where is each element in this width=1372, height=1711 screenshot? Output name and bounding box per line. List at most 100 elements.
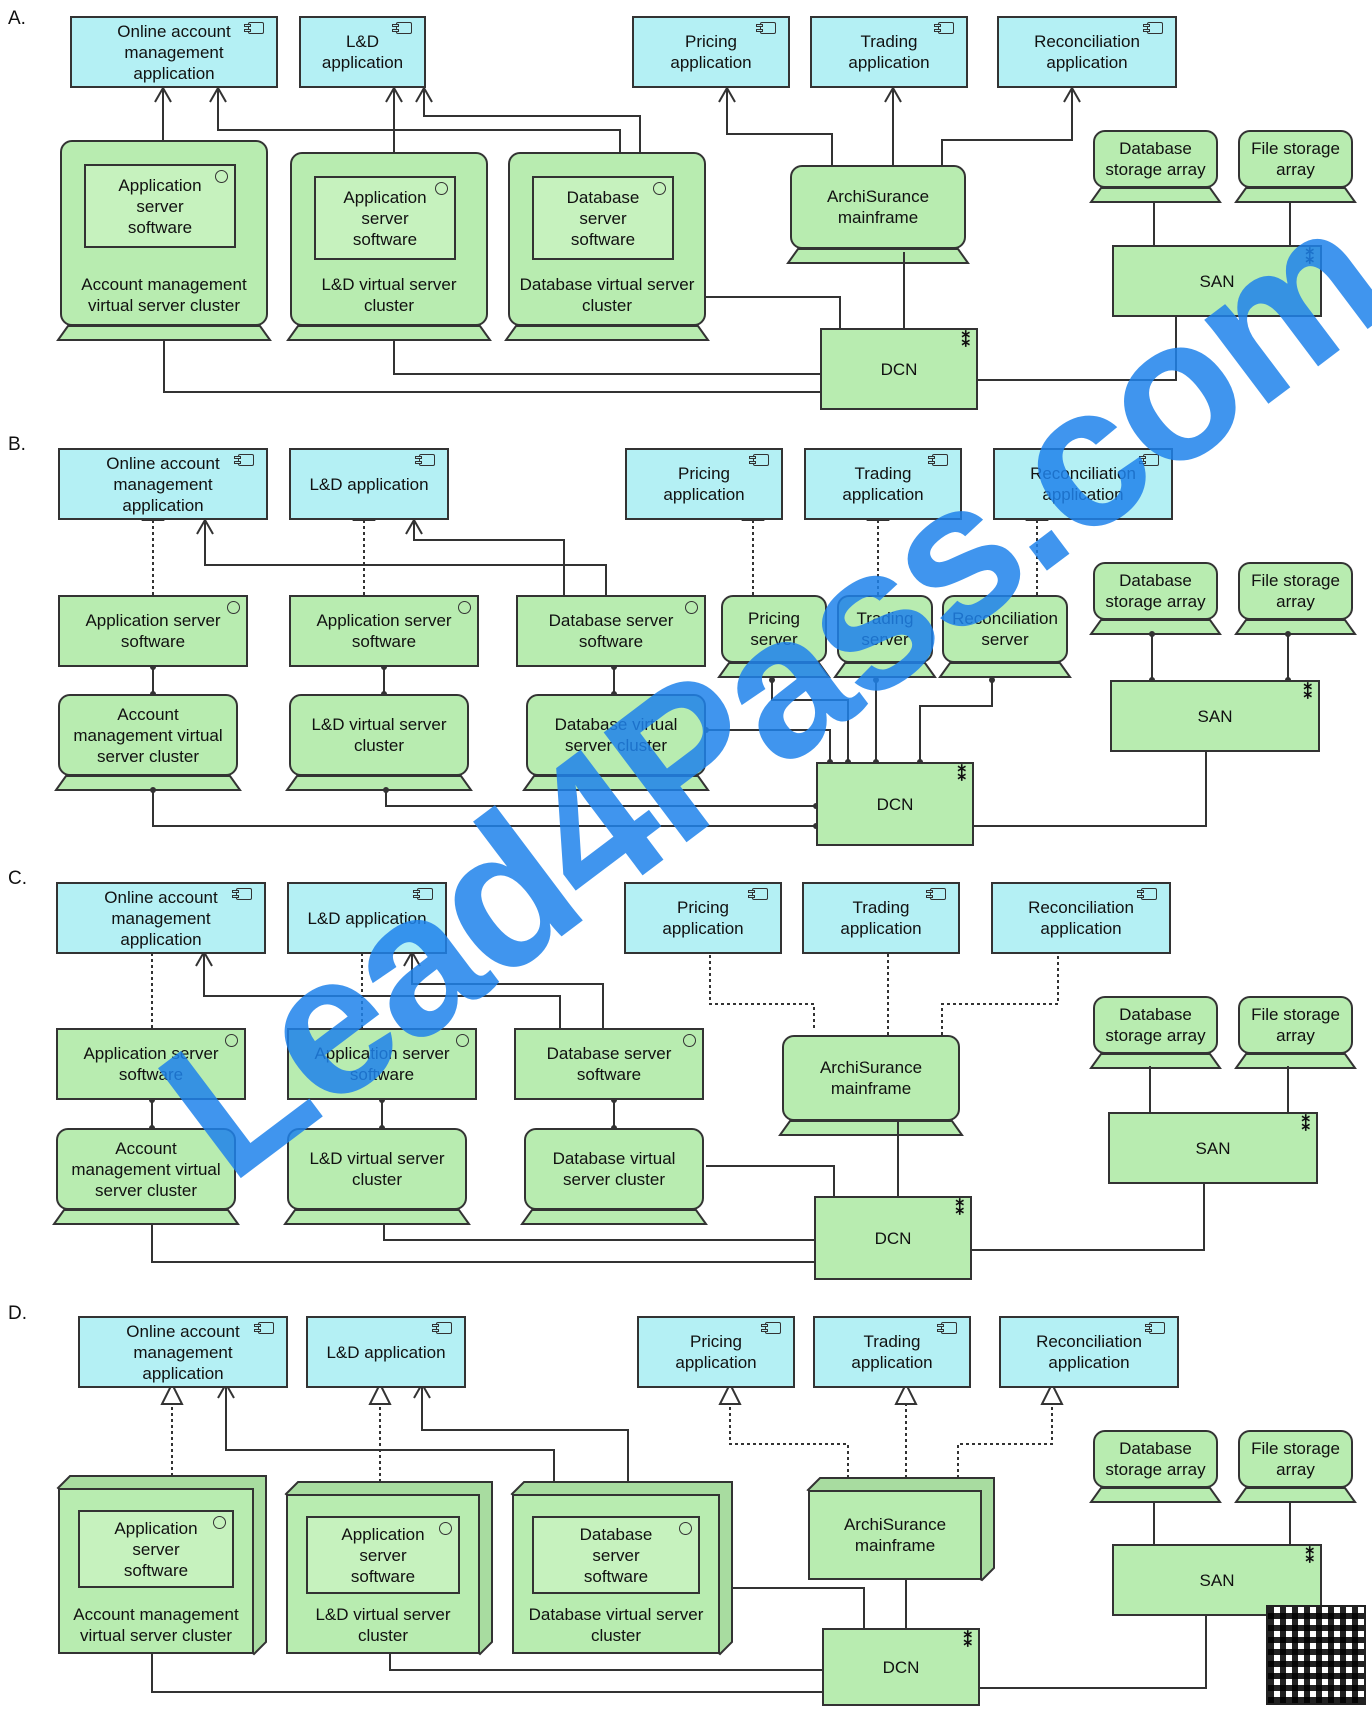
- app-ld: L&D application: [287, 882, 447, 954]
- app-ld-label: L&D application: [321, 32, 404, 72]
- database-storage-array: Database storage array: [1093, 562, 1218, 620]
- connector: [974, 752, 1207, 827]
- app-online-account: Online account management application: [56, 882, 266, 954]
- component-icon: [926, 888, 946, 900]
- panel-label-b: B.: [8, 434, 26, 455]
- file-storage-array-label: File storage array: [1251, 1439, 1340, 1479]
- component-icon: [232, 888, 252, 900]
- node-2: Database virtual server cluster: [526, 694, 706, 776]
- node-0-label: Account management virtual server cluste…: [73, 704, 223, 766]
- component-icon: [1139, 454, 1159, 466]
- app-online-account-label: Online account management application: [104, 887, 218, 949]
- connector: [163, 340, 820, 393]
- device-base: [1089, 1053, 1222, 1069]
- device-base: [778, 1120, 964, 1136]
- device-base: [717, 662, 831, 678]
- connector: [204, 520, 607, 595]
- server-1: Trading server: [837, 595, 933, 663]
- device-base: [1089, 619, 1222, 635]
- file-storage-array: File storage array: [1238, 996, 1353, 1054]
- server-1-label: Trading server: [856, 609, 914, 649]
- connector: [383, 1224, 814, 1241]
- app-trading-label: Trading application: [848, 32, 930, 72]
- database-storage-array: Database storage array: [1093, 130, 1218, 188]
- software-2-label: Database server software: [548, 611, 674, 651]
- component-icon: [254, 1322, 274, 1334]
- database-storage-array: Database storage array: [1093, 1430, 1218, 1488]
- connector: [980, 1616, 1207, 1689]
- san-d-label: SAN: [1199, 1570, 1235, 1590]
- file-storage-array-label: File storage array: [1251, 139, 1340, 179]
- connector: [957, 1384, 1053, 1478]
- system-software-icon: [653, 182, 666, 195]
- app-reconciliation: Reconciliation application: [999, 1316, 1179, 1388]
- software-0-label: Application server software: [85, 611, 221, 651]
- database-storage-array-label: Database storage array: [1105, 571, 1206, 611]
- component-icon: [934, 22, 954, 34]
- device-base: [520, 1209, 708, 1225]
- connector: [709, 932, 815, 1028]
- san-c-label: SAN: [1195, 1138, 1231, 1158]
- account-mgmt-node-software: Application server software: [78, 1510, 234, 1588]
- software-label: Application server software: [114, 1518, 198, 1580]
- app-ld-label: L&D application: [307, 908, 427, 928]
- archisurance-mainframe-d: ArchiSurance mainframe: [808, 1490, 982, 1580]
- network-icon: ⁑: [963, 1631, 973, 1650]
- app-pricing-label: Pricing application: [675, 1332, 757, 1372]
- account-mgmt-cluster: Account management virtual server cluste…: [60, 140, 268, 326]
- connector: [217, 88, 621, 166]
- component-icon: [415, 454, 435, 466]
- software-2: Database server software: [516, 595, 706, 667]
- ld-node-label: L&D virtual server cluster: [315, 1605, 451, 1645]
- connector: [726, 88, 833, 165]
- system-software-icon: [225, 1034, 238, 1047]
- software-label: Application server software: [118, 175, 202, 237]
- app-online-account: Online account management application: [70, 16, 278, 88]
- san-c: SAN⁑: [1108, 1112, 1318, 1184]
- database-storage-array: Database storage array: [1093, 996, 1218, 1054]
- app-pricing-label: Pricing application: [670, 32, 752, 72]
- san-label: SAN: [1199, 271, 1235, 291]
- dcn-label: DCN: [880, 359, 918, 379]
- component-icon: [937, 1322, 957, 1334]
- system-software-icon: [215, 170, 228, 183]
- app-pricing: Pricing application: [637, 1316, 795, 1388]
- connector: [941, 932, 1059, 1035]
- arrowhead: [154, 85, 172, 103]
- connector: [706, 729, 831, 762]
- archisurance-mainframe-c-label: ArchiSurance mainframe: [819, 1058, 923, 1098]
- app-reconciliation: Reconciliation application: [997, 16, 1177, 88]
- connector: [389, 1654, 822, 1671]
- app-reconciliation-label: Reconciliation application: [1036, 1332, 1142, 1372]
- junction-dot: [1285, 631, 1291, 637]
- dcn-d-label: DCN: [882, 1657, 920, 1677]
- device-base: [1234, 1487, 1357, 1503]
- server-0-label: Pricing server: [748, 609, 800, 649]
- network-icon: ⁑: [955, 1199, 965, 1218]
- connector: [411, 952, 604, 1028]
- node-c-2: Database virtual server cluster: [524, 1128, 704, 1210]
- app-trading: Trading application: [802, 882, 960, 954]
- device-base: [283, 1209, 471, 1225]
- device-base: [285, 775, 473, 791]
- component-icon: [756, 22, 776, 34]
- app-online-account-label: Online account management application: [106, 453, 220, 515]
- connector: [203, 952, 561, 1028]
- app-pricing-label: Pricing application: [663, 464, 745, 504]
- connector: [732, 1587, 865, 1628]
- app-trading-label: Trading application: [842, 464, 924, 504]
- software-label: Database server software: [566, 187, 640, 249]
- system-software-icon: [679, 1522, 692, 1535]
- dcn: DCN⁑: [820, 328, 978, 410]
- panel-label-a: A.: [8, 8, 26, 29]
- node-c-0: Account management virtual server cluste…: [56, 1128, 236, 1210]
- server-2: Reconciliation server: [942, 595, 1068, 663]
- connector: [151, 1224, 814, 1263]
- san: SAN⁑: [1112, 245, 1322, 317]
- software-c-0: Application server software: [56, 1028, 246, 1100]
- system-software-icon: [685, 601, 698, 614]
- node-0: Account management virtual server cluste…: [58, 694, 238, 776]
